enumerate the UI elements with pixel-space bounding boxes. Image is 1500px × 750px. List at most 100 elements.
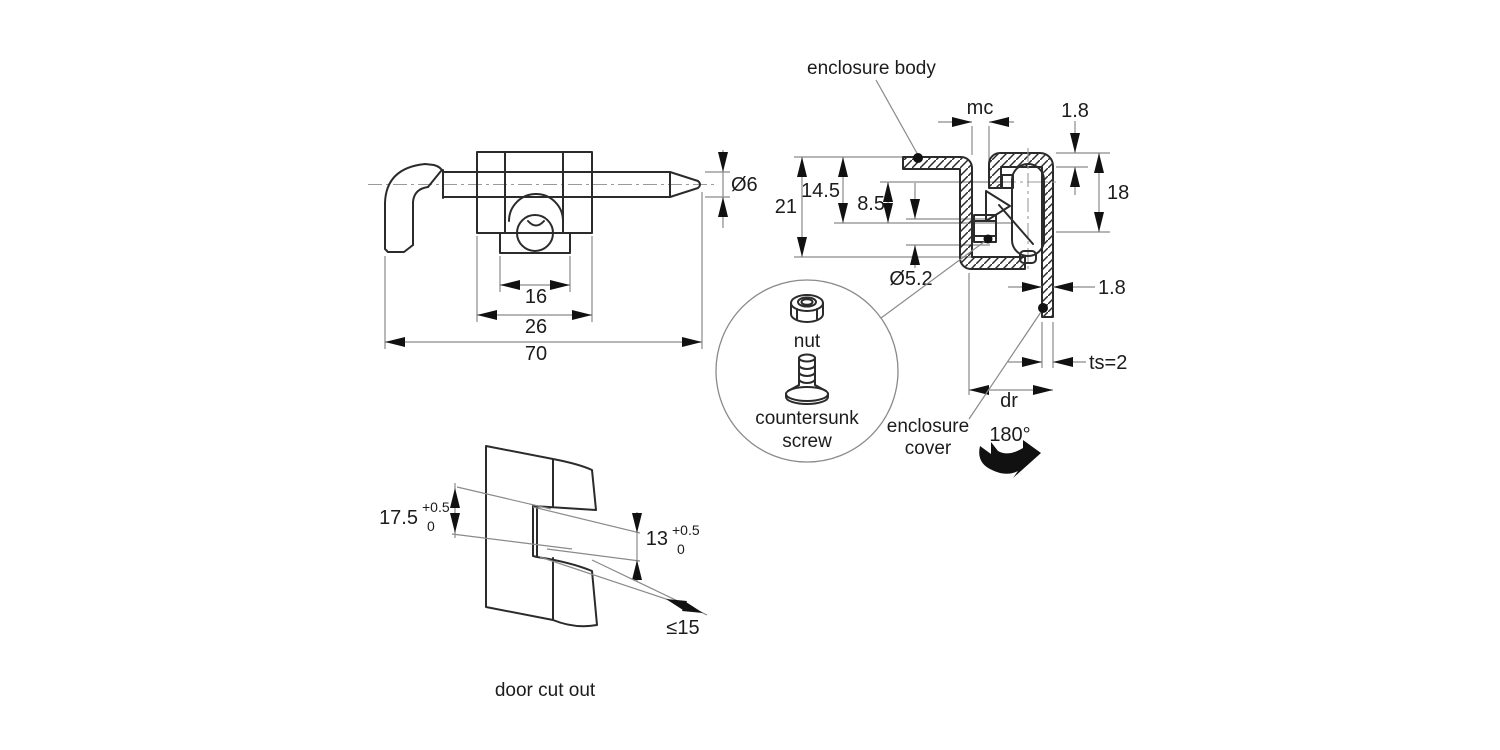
arrowhead xyxy=(1094,153,1104,173)
arrowhead xyxy=(1022,357,1042,367)
leader-detail-circle xyxy=(880,238,989,319)
dim-label-pin-diameter: Ø6 xyxy=(731,174,758,196)
door-panel-fold-lines xyxy=(536,459,554,621)
hinge-pin xyxy=(591,171,671,198)
cover-lip-step xyxy=(1001,174,1014,189)
countersunk-screw-icon xyxy=(785,353,829,405)
dim-label-17-5-tol-lower: 0 xyxy=(427,518,435,534)
dim-label-cover-thickness-top: 1.8 xyxy=(1061,100,1089,122)
enclosure-body-profile xyxy=(902,156,1026,270)
dim-label-mc: mc xyxy=(967,97,994,119)
leader-enclosure-body xyxy=(875,79,919,156)
dim-label-total-length: 70 xyxy=(525,343,547,365)
label-nut: nut xyxy=(794,331,821,352)
arrowhead xyxy=(682,602,703,613)
screw-shank-top xyxy=(798,353,816,363)
pin-through-block xyxy=(476,171,593,198)
arrowhead xyxy=(632,513,642,533)
label-screw: screw xyxy=(782,431,832,452)
screw-threads xyxy=(798,364,816,384)
arrowhead xyxy=(910,199,920,219)
arrowhead xyxy=(910,245,920,265)
leader-enclosure-cover xyxy=(968,308,1044,420)
enclosure-section-view: 21 14.5 8.5 Ø5.2 mc 1.8 18 xyxy=(775,58,1129,478)
label-opening-angle: 180° xyxy=(989,424,1030,446)
arrowhead xyxy=(718,197,728,217)
dim-label-hole-diameter: Ø5.2 xyxy=(889,268,932,290)
nut-plate xyxy=(499,232,571,254)
mechanism-diagonal-line xyxy=(998,204,1034,245)
dim-label-21: 21 xyxy=(775,196,797,218)
dim-label-cover-thickness-side: 1.8 xyxy=(1098,277,1126,299)
hook-bend-line xyxy=(427,170,442,188)
hook-bottom-edge xyxy=(387,244,414,253)
arrowhead xyxy=(550,280,570,290)
nut-bottom-edge xyxy=(790,313,824,323)
arrowhead xyxy=(989,117,1009,127)
door-panel-outline xyxy=(485,445,598,628)
pin-section xyxy=(1011,163,1045,257)
hook-inner-outline xyxy=(412,186,429,246)
dim-line-body-width xyxy=(476,236,593,322)
detail-circle xyxy=(715,279,899,463)
leader-dot-enclosure-body xyxy=(913,153,923,163)
label-enclosure-cover-line1: enclosure xyxy=(887,416,969,437)
arrowhead xyxy=(1094,212,1104,232)
nut-icon xyxy=(790,294,824,323)
arrowhead xyxy=(572,310,592,320)
block-arch xyxy=(508,193,564,222)
arrowhead xyxy=(797,237,807,257)
nut-facet-lines xyxy=(790,302,824,320)
arrowhead xyxy=(682,337,702,347)
hook-outer-outline xyxy=(384,163,444,253)
dim-label-body-width: 26 xyxy=(525,316,547,338)
dim-label-8-5: 8.5 xyxy=(857,193,885,215)
mounting-block-inner-edges xyxy=(504,151,564,234)
arrowhead xyxy=(666,599,687,610)
pin-cone-tip xyxy=(669,171,701,198)
label-countersunk: countersunk xyxy=(755,408,859,429)
arrowhead xyxy=(1070,167,1080,187)
dim-label-17-5-tol-upper: +0.5 xyxy=(422,499,450,515)
mounting-block xyxy=(476,151,593,234)
label-enclosure-body: enclosure body xyxy=(807,58,936,79)
arrowhead xyxy=(797,157,807,177)
nut-hole-inner xyxy=(800,298,814,306)
nut-circle xyxy=(516,214,554,252)
block-arch-detail xyxy=(527,220,545,227)
door-cutout-caption: door cut out xyxy=(495,680,596,701)
dim-label-14-5: 14.5 xyxy=(801,180,840,202)
enclosure-cover-profile xyxy=(988,152,1054,318)
arrowhead xyxy=(883,182,893,202)
leader-dot-hole xyxy=(983,234,993,244)
label-enclosure-cover-line2: cover xyxy=(905,438,952,459)
dim-label-13-tol-upper: +0.5 xyxy=(672,522,700,538)
arrowhead xyxy=(1053,282,1073,292)
fastener-detail-view: nut countersunk screw xyxy=(715,279,899,463)
arrowhead xyxy=(718,152,728,172)
dim-label-13: 13 xyxy=(646,528,668,550)
dim-label-door-return: dr xyxy=(1000,390,1018,412)
arrowhead xyxy=(632,560,642,580)
screw-head-rim xyxy=(785,393,829,405)
rotation-arrow-icon xyxy=(979,440,1041,478)
arrowhead xyxy=(838,157,848,177)
arrowhead xyxy=(883,203,893,223)
dim-label-depth-max: ≤15 xyxy=(666,617,699,639)
arrowhead xyxy=(1070,133,1080,153)
arrowhead xyxy=(450,513,460,533)
leader-dot-enclosure-cover xyxy=(1038,303,1048,313)
arrowhead xyxy=(838,203,848,223)
extension-lines-vertical xyxy=(968,126,1054,395)
dim-line-total-length xyxy=(384,192,703,349)
hinge-side-view: Ø6 16 26 70 xyxy=(368,150,758,365)
arrowhead xyxy=(1053,357,1073,367)
dim-label-17-5: 17.5 xyxy=(379,507,418,529)
arrowhead xyxy=(450,488,460,508)
arrowhead xyxy=(385,337,405,347)
arrowhead xyxy=(477,310,497,320)
arrowhead xyxy=(952,117,972,127)
arrowhead xyxy=(1033,385,1053,395)
